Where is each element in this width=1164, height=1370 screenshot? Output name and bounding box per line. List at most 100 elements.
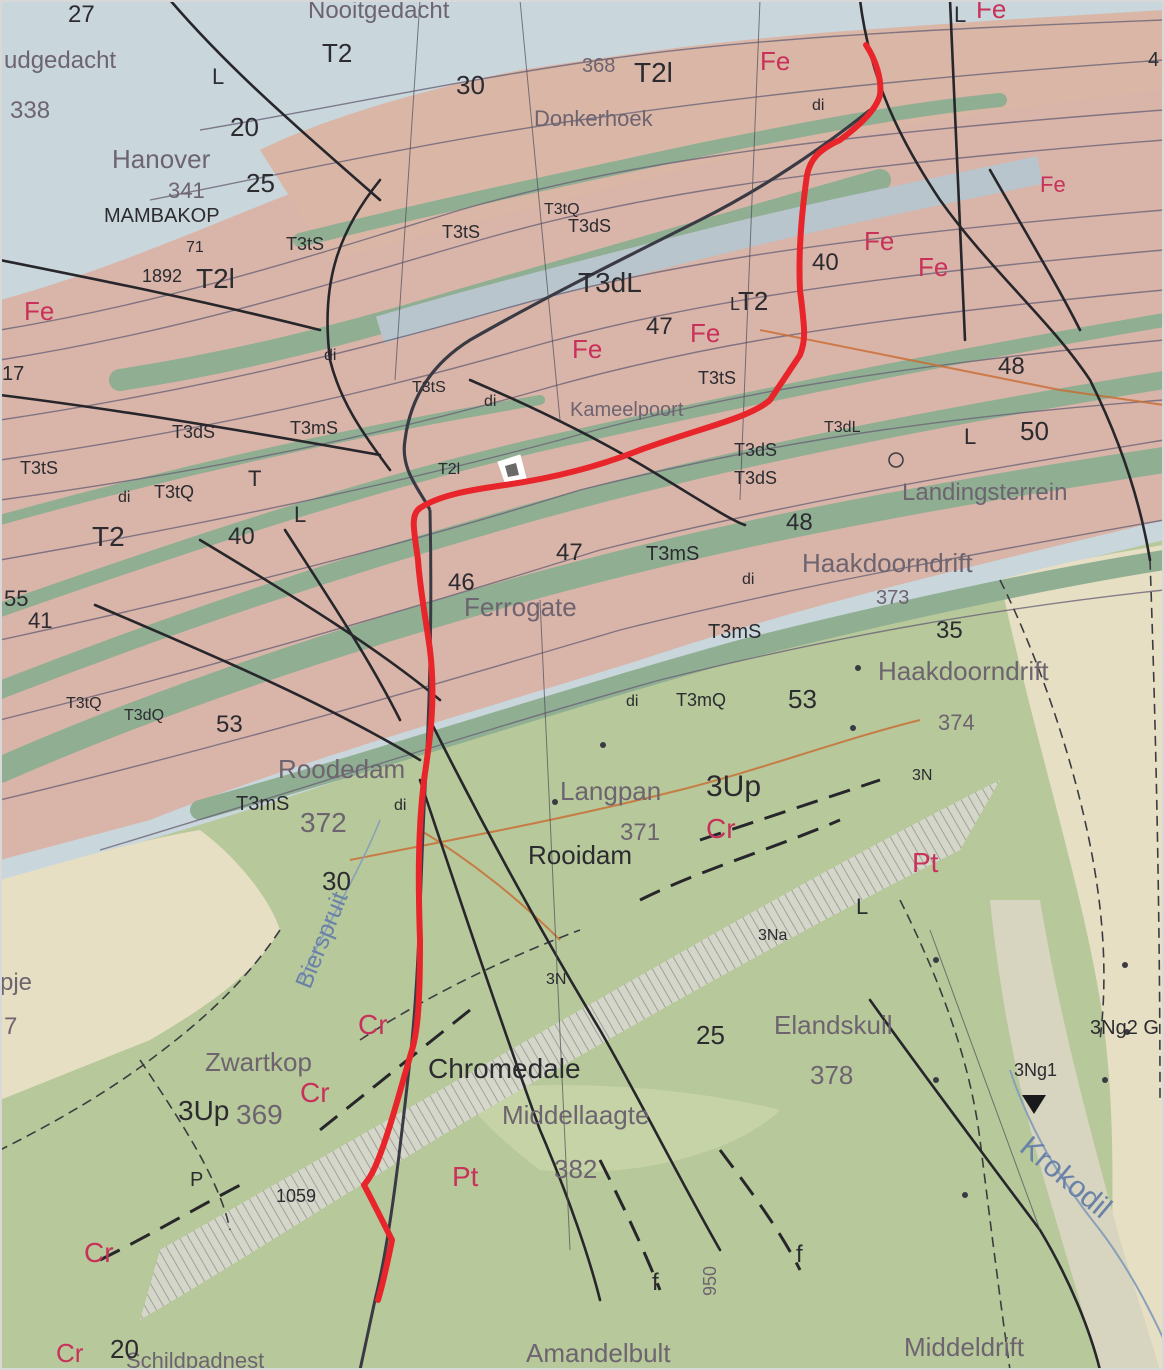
place-label: Elandskuil <box>774 1010 893 1040</box>
place-label: Langpan <box>560 776 661 806</box>
farm-number: 341 <box>168 178 205 203</box>
unit-label: T3tS <box>412 379 446 396</box>
unit-label: L <box>954 2 966 27</box>
unit-label: T3mS <box>236 793 289 815</box>
unit-label: T3tS <box>286 234 324 254</box>
unit-label: di <box>484 393 496 410</box>
grey-blue-band <box>375 156 1043 344</box>
farm-number: 382 <box>554 1154 597 1184</box>
unit-label: P <box>190 1169 203 1191</box>
band-1 <box>0 447 1164 783</box>
place-label: Schildpadnest <box>126 1348 264 1370</box>
unit-label: di <box>812 97 824 114</box>
unit-label: 3Ng1 <box>1014 1060 1057 1080</box>
unit-label: 3Up <box>706 770 761 803</box>
unit-label: T3tS <box>20 458 58 478</box>
unit-label: T3dS <box>734 468 777 488</box>
band-6 <box>190 550 1164 820</box>
dip-value: 48 <box>786 509 813 536</box>
dip-value: 20 <box>110 1334 139 1364</box>
mineral-label: Fe <box>976 0 1006 24</box>
unit-label: 3Ng2 G <box>1090 1017 1159 1039</box>
edge-label: pje <box>0 969 32 996</box>
unit-label: T3dL <box>824 419 861 436</box>
unit-label: L <box>730 294 740 314</box>
stream <box>402 108 871 511</box>
dashed-boundaries <box>0 559 1161 1370</box>
dip-value: 71 <box>186 239 204 256</box>
farm-number: 368 <box>582 55 615 77</box>
unit-label: L <box>212 64 224 89</box>
farm-number: 374 <box>938 710 975 735</box>
triangle-symbol <box>1022 1095 1046 1114</box>
unit-label: di <box>324 347 336 364</box>
unit-label: T2 <box>92 521 125 552</box>
farm-number: 950 <box>700 1266 720 1296</box>
unit-label: T2 <box>738 286 768 316</box>
place-label: Nooitgedacht <box>308 0 450 24</box>
dip-value: 55 <box>4 586 28 611</box>
unit-label: di <box>394 797 406 814</box>
route-line[interactable] <box>361 42 884 1303</box>
valley-strip <box>990 900 1160 1370</box>
dip-value: 27 <box>68 1 95 28</box>
mineral-label: Fe <box>1040 172 1066 197</box>
unit-label: T3dQ <box>124 707 164 724</box>
place-label: Amandelbult <box>526 1338 671 1368</box>
place-label: Middeldrift <box>904 1332 1025 1362</box>
mineral-label: Fe <box>24 296 54 326</box>
light-green-patch <box>460 1085 780 1172</box>
unit-label: L <box>964 424 976 449</box>
unit-label: T2l <box>196 263 235 294</box>
mineral-label: Fe <box>918 252 948 282</box>
edge-label: 4 <box>1148 49 1159 71</box>
dip-value: 50 <box>1020 416 1049 446</box>
dip-value: 48 <box>998 353 1025 380</box>
farm-number: 369 <box>236 1099 283 1130</box>
dip-value: 40 <box>228 523 255 550</box>
band-7 <box>0 395 545 525</box>
unit-label: T3dS <box>734 440 777 460</box>
green-formation-region <box>0 540 1164 1370</box>
grid-lines <box>394 0 1041 1251</box>
mineral-label: Cr <box>706 813 736 844</box>
river-krokodil <box>1009 1069 1164 1341</box>
mineral-label: Fe <box>690 318 720 348</box>
unit-label: T3dS <box>568 216 611 236</box>
mineral-label: Cr <box>84 1237 114 1268</box>
dip-value: 40 <box>812 249 839 276</box>
farm-number: 1059 <box>276 1186 316 1206</box>
farm-number: 373 <box>876 587 909 609</box>
mineral-label: Fe <box>572 334 602 364</box>
unit-label: T3tS <box>698 368 736 388</box>
hatched-belt <box>140 780 1000 1320</box>
edge-label: 7 <box>4 1013 17 1040</box>
band-5 <box>293 93 1007 247</box>
place-label: Hanover <box>112 144 211 174</box>
place-label: Chromedale <box>428 1053 581 1084</box>
mineral-label: Pt <box>912 847 939 878</box>
dip-value: 30 <box>456 70 485 100</box>
mineral-label: Cr <box>300 1077 330 1108</box>
dip-value: 35 <box>936 617 963 644</box>
dip-value: 25 <box>246 168 275 198</box>
farm-number: 338 <box>10 97 50 124</box>
unit-label: f <box>796 1241 803 1268</box>
mineral-label: Fe <box>760 46 790 76</box>
unit-label: f <box>652 1269 659 1296</box>
cream-region-right <box>1000 545 1164 1370</box>
dip-value: 53 <box>216 711 243 738</box>
unit-label: T3dL <box>578 267 642 298</box>
unit-label: T3tQ <box>154 482 194 502</box>
unit-label: 3N <box>546 971 566 988</box>
unit-label: T3mQ <box>676 690 726 710</box>
unit-label: 3N <box>912 767 932 784</box>
place-label: Rooidam <box>528 840 632 870</box>
unit-label: T3tQ <box>66 695 102 712</box>
farm-number: 372 <box>300 807 347 838</box>
formation-contacts <box>0 19 1164 851</box>
place-label: Ferrogate <box>464 592 577 622</box>
place-label: MAMBAKOP <box>104 205 220 227</box>
